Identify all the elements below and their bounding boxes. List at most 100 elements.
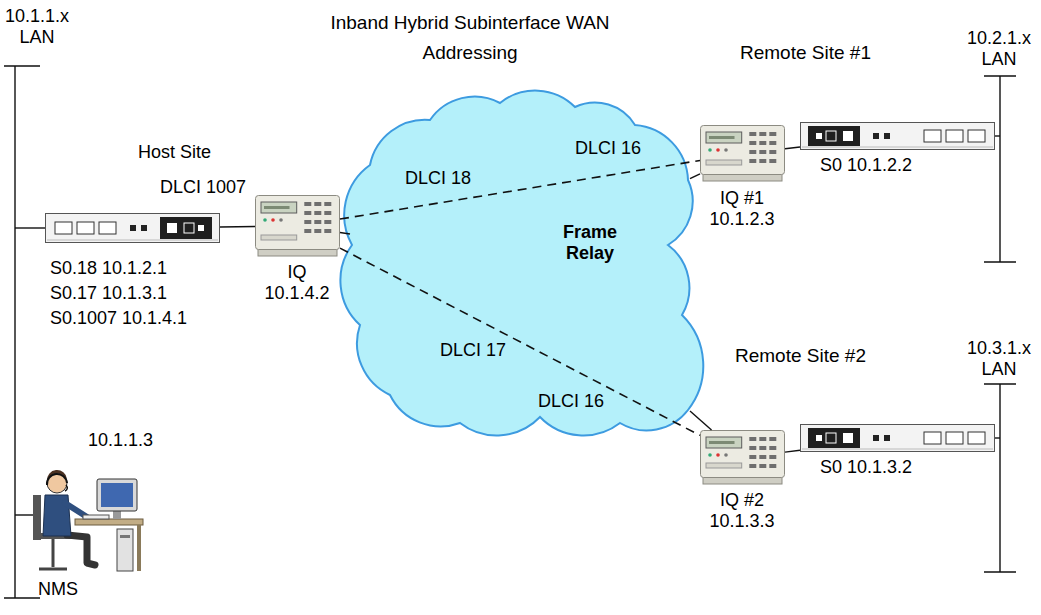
shape-part <box>816 133 822 139</box>
shape-part <box>314 202 321 206</box>
shape-part <box>314 220 321 224</box>
shape-part <box>709 441 735 444</box>
shape-part <box>724 148 728 152</box>
label-block: 10.1.1.x LAN <box>2 6 72 48</box>
router: S0.18 10.1.2.1S0.17 10.1.3.1S0.1007 10.1… <box>45 213 220 243</box>
shape-part <box>263 218 267 222</box>
node-text-block: Frame Relay <box>550 222 630 264</box>
node-label: IQ #2 10.1.3.3 <box>703 490 781 532</box>
shape-part <box>97 479 137 511</box>
shape-part <box>802 449 993 450</box>
shape-part <box>924 130 941 142</box>
shape-part <box>65 485 67 491</box>
label-block: DLCI 18 <box>405 168 495 189</box>
shape-part <box>340 91 703 436</box>
shape-part <box>749 159 756 163</box>
shape-part <box>968 432 985 444</box>
shape-part <box>769 141 776 145</box>
node-text-block: IQ 10.1.4.2 <box>258 262 336 304</box>
shape-part <box>137 525 141 571</box>
virtual-circuit-line <box>340 160 700 219</box>
iq-device: IQ #1 10.1.2.3 <box>700 125 785 182</box>
node-label: S0.1007 10.1.4.1 <box>50 308 230 329</box>
link-line <box>690 174 700 179</box>
node-label: S0.18 10.1.2.1 <box>50 258 230 279</box>
router: S0 10.1.2.2 <box>800 122 995 150</box>
node-text-block: S0.1007 10.1.4.1 <box>50 308 230 329</box>
shape-part <box>46 214 220 243</box>
shape-part <box>759 132 766 136</box>
iq-device-symbol <box>700 430 785 485</box>
shape-part <box>706 437 742 448</box>
shape-part <box>769 159 776 163</box>
shape-part <box>924 432 941 444</box>
shape-part <box>843 433 853 443</box>
node-label: 10.1.1.3 <box>88 430 178 451</box>
node-text-block: NMS <box>38 579 108 600</box>
label-block: DLCI 1007 <box>160 177 260 198</box>
shape-part <box>759 141 766 145</box>
shape-part <box>873 133 879 139</box>
lan-drop <box>995 135 1000 136</box>
lan-segment <box>984 76 1016 262</box>
site-name: Host Site <box>138 142 258 163</box>
shape-part <box>706 132 742 143</box>
node-label: IQ 10.1.4.2 <box>258 262 336 304</box>
shape-part <box>198 225 204 231</box>
site-name: Remote Site #1 <box>740 42 940 63</box>
shape-part <box>749 150 756 154</box>
node-label: IQ #1 10.1.2.3 <box>703 188 781 230</box>
virtual-circuit-line <box>340 248 700 435</box>
shape-part <box>99 222 116 234</box>
shape-part <box>279 218 283 222</box>
node-label: S0 10.1.2.2 <box>820 155 980 176</box>
shape-part <box>801 123 995 150</box>
shape-part <box>708 453 712 457</box>
shape-part <box>271 218 275 222</box>
shape-part <box>759 159 766 163</box>
shape-part <box>801 425 995 452</box>
shape-part <box>55 222 72 234</box>
shape-part <box>843 131 853 141</box>
node-text-block: IQ #2 10.1.3.3 <box>703 490 781 532</box>
shape-part <box>759 446 766 450</box>
lan-drop <box>15 227 45 228</box>
shape-part <box>759 150 766 154</box>
link-line <box>785 450 800 452</box>
lan-segment <box>984 384 1016 572</box>
link-line <box>220 226 255 228</box>
iq-device: IQ 10.1.4.2 <box>255 195 340 257</box>
iq-device-symbol <box>700 125 785 182</box>
shape-part <box>314 229 321 233</box>
node-label: Frame Relay <box>550 222 630 264</box>
shape-part <box>769 455 776 459</box>
shape-part <box>802 147 993 148</box>
router-symbol <box>800 122 995 150</box>
label-block: DLCI 16 <box>538 391 628 412</box>
shape-part <box>801 123 995 150</box>
shape-part <box>46 214 220 243</box>
label-block: DLCI 17 <box>440 340 530 361</box>
shape-part <box>769 132 776 136</box>
shape-part <box>759 464 766 468</box>
shape-part <box>873 435 879 441</box>
shape-part <box>117 529 133 571</box>
shape-part <box>324 229 331 233</box>
router: S0 10.1.3.2 <box>800 424 995 452</box>
shape-part <box>808 428 860 448</box>
iq-device-symbol <box>255 195 340 257</box>
workstation-picture <box>25 455 145 577</box>
shape-part <box>968 130 985 142</box>
label-block: Remote Site #2 <box>735 345 935 366</box>
node-text-block: IQ #1 10.1.2.3 <box>703 188 781 230</box>
shape-part <box>808 126 860 146</box>
shape-part <box>826 433 836 443</box>
shape-part <box>759 437 766 441</box>
shape-part <box>160 217 212 239</box>
lan-address: 10.1.1.x LAN <box>2 6 72 48</box>
shape-part <box>39 539 67 569</box>
shape-part <box>749 437 756 441</box>
shape-part <box>884 133 890 139</box>
